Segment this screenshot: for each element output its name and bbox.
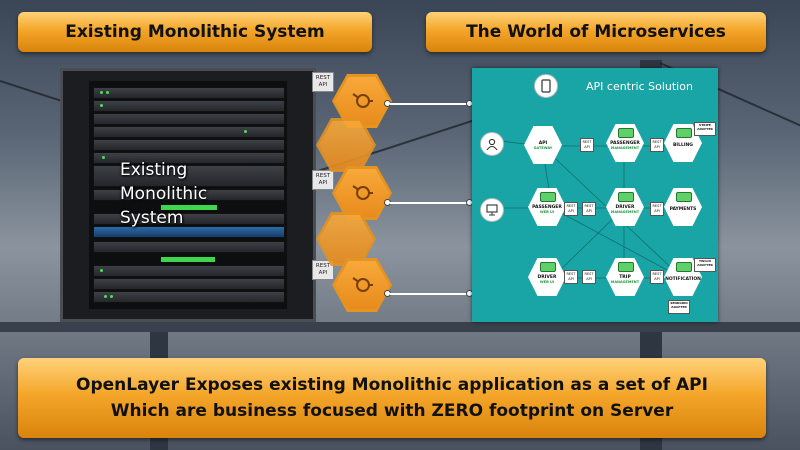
- api-hexagon: [316, 212, 376, 266]
- rack-unit: [93, 126, 285, 138]
- trip-icon: [618, 262, 634, 272]
- billing-label: BILLING: [673, 143, 693, 148]
- notification-icon: [676, 262, 692, 272]
- monitor-icon: [480, 198, 504, 222]
- rack-label: Existing Monolithic System: [120, 158, 248, 230]
- rack-unit: [93, 139, 285, 151]
- api-hexagon: [332, 258, 392, 312]
- rack-unit: [93, 278, 285, 290]
- api-hexagon: [332, 74, 392, 128]
- banner-summary: OpenLayer Exposes existing Monolithic ap…: [18, 358, 766, 438]
- billing-icon: [676, 128, 692, 138]
- driver-icon: [618, 192, 634, 202]
- connector-line: [390, 103, 470, 105]
- rack-unit: [93, 241, 285, 253]
- payments-label: PAYMENTS: [669, 207, 697, 212]
- connector-line: [390, 293, 470, 295]
- rack-unit: [93, 226, 285, 238]
- panel-title: API centric Solution: [586, 80, 693, 93]
- api-endpoint-icon: [352, 277, 373, 292]
- api-endpoint-icon: [352, 93, 373, 108]
- banner-left-title: Existing Monolithic System: [65, 22, 325, 42]
- rack-unit: [93, 165, 285, 187]
- banner-existing-monolithic: Existing Monolithic System: [18, 12, 372, 52]
- api-hexagon: [316, 118, 376, 172]
- payments-icon: [676, 192, 692, 202]
- server-rack: [60, 68, 316, 322]
- notification-label: NOTIFICATION: [665, 277, 701, 282]
- rack-label-line1: Existing: [120, 160, 188, 180]
- rack-unit: [93, 265, 285, 277]
- bridge-deck: [0, 322, 800, 332]
- rack-unit: [93, 213, 285, 225]
- banner-microservices: The World of Microservices: [426, 12, 766, 52]
- rack-status-bar: [161, 205, 217, 210]
- rack-unit: [93, 152, 285, 164]
- connector-line: [390, 202, 470, 204]
- mobile-icon: [534, 74, 558, 98]
- user-icon: [480, 132, 504, 156]
- rack-status-bar: [161, 257, 215, 262]
- passenger-icon: [618, 128, 634, 138]
- rack-unit: [93, 291, 285, 303]
- rack-unit: [93, 87, 285, 99]
- rack-label-line3: System: [120, 208, 184, 228]
- api-endpoint-icon: [352, 185, 373, 200]
- api-hexagon: [332, 166, 392, 220]
- rack-unit: [93, 100, 285, 112]
- rack-unit: [93, 113, 285, 125]
- rack-interior: [89, 81, 287, 309]
- driver-webui-icon: [540, 262, 556, 272]
- banner-right-title: The World of Microservices: [466, 22, 726, 42]
- rack-label-line2: Monolithic: [120, 184, 208, 204]
- summary-line-1: OpenLayer Exposes existing Monolithic ap…: [76, 375, 708, 395]
- rack-unit: [93, 189, 285, 201]
- summary-line-2: Which are business focused with ZERO foo…: [110, 401, 674, 421]
- passenger-webui-icon: [540, 192, 556, 202]
